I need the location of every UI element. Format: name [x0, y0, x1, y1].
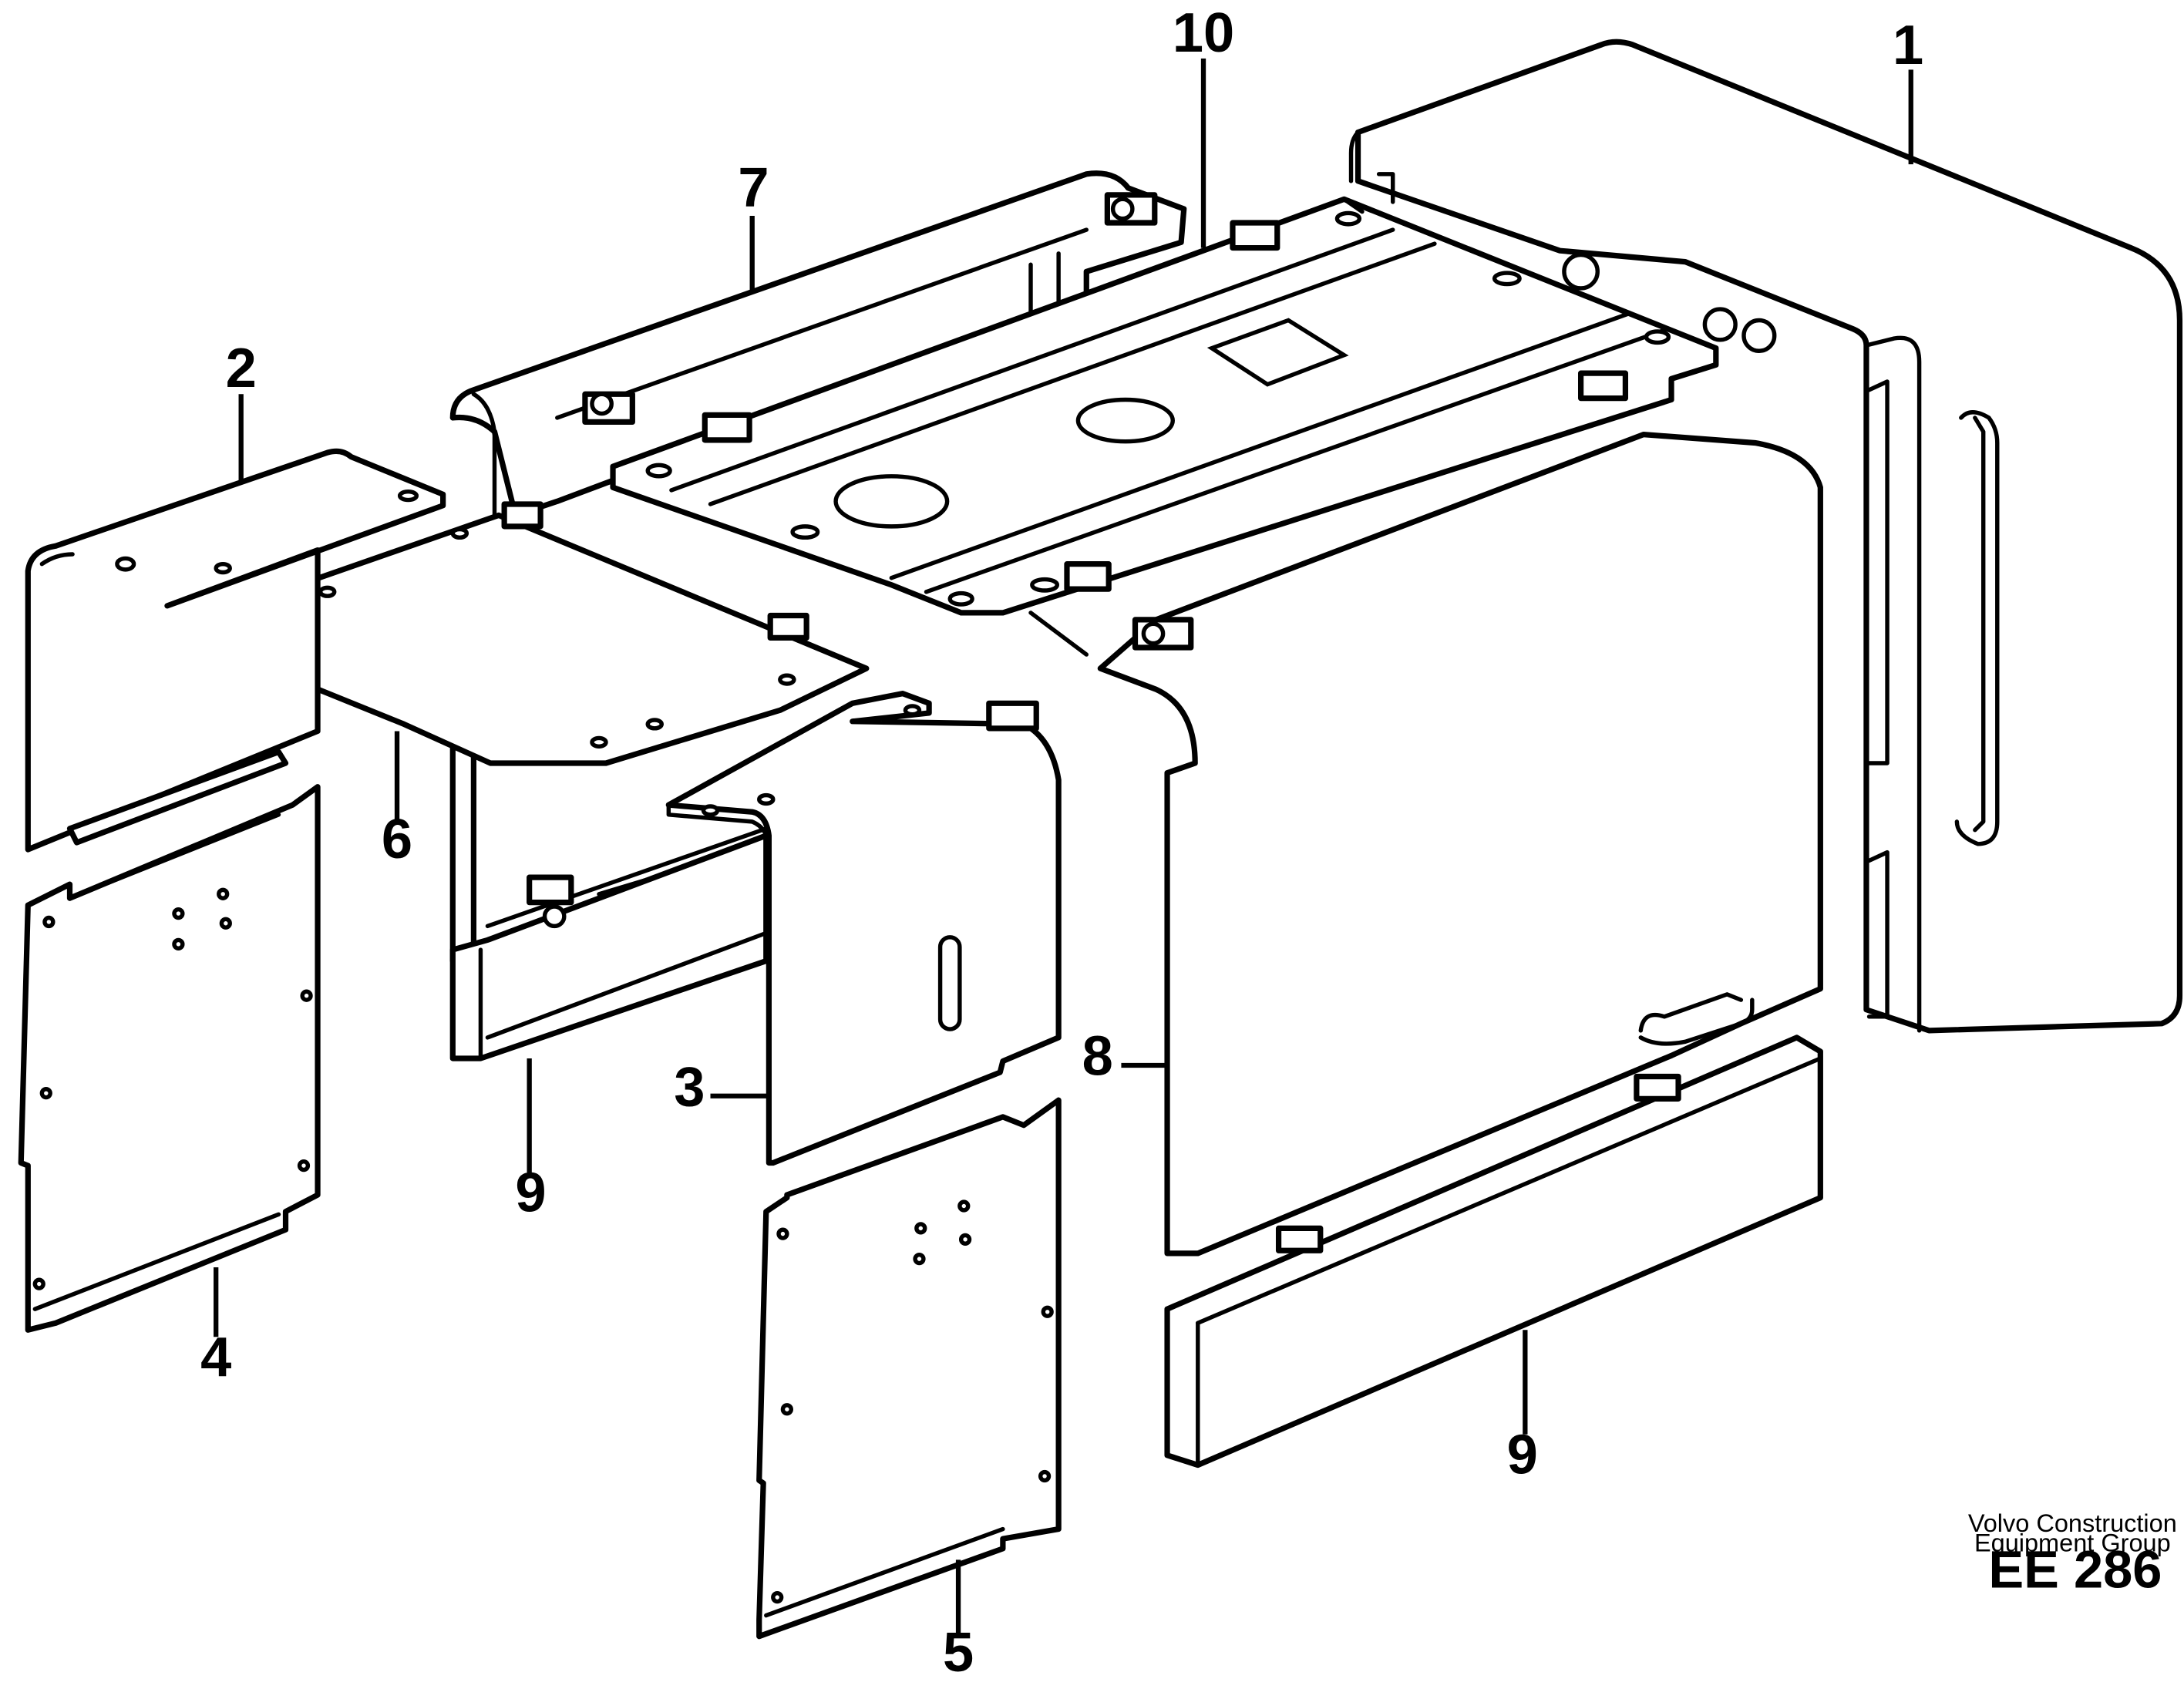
callout-1: 1 [1893, 15, 1923, 76]
part-1-cabinet [1348, 39, 2183, 1034]
callout-10: 10 [1173, 2, 1234, 64]
part-4-left-panel [18, 784, 321, 1333]
part-2-bent-cover [25, 448, 446, 853]
leader-lines [214, 58, 1913, 1637]
part-10-top-plate [610, 196, 1719, 657]
footer-credit: Volvo Construction Equipment Group EE 28… [1968, 1509, 2177, 1599]
callout-3: 3 [674, 1056, 705, 1118]
callout-4: 4 [200, 1327, 231, 1388]
part-6-small-plate [188, 501, 870, 766]
callout-9-right: 9 [1507, 1424, 1538, 1485]
part-9-right-block [1164, 1035, 1823, 1469]
part-3-bent-cover [665, 691, 1062, 1166]
callout-6: 6 [382, 809, 412, 870]
figure-code: EE 286 [1988, 1539, 2162, 1599]
credit-line-1: Volvo Construction [1968, 1509, 2177, 1537]
callout-labels: 1 2 3 4 5 6 7 8 9 9 10 [200, 2, 1923, 1684]
part-8-large-panel [1097, 432, 1823, 1257]
callout-5: 5 [943, 1622, 974, 1684]
callout-2: 2 [226, 338, 257, 399]
callout-8: 8 [1082, 1026, 1113, 1088]
credit-line-2: Equipment Group [1974, 1529, 2171, 1557]
callout-7: 7 [738, 156, 769, 218]
part-7-tray [449, 170, 1187, 525]
part-5-front-panel [756, 1097, 1062, 1640]
part-9-center-block [449, 721, 769, 1061]
callout-9-center: 9 [515, 1162, 546, 1224]
